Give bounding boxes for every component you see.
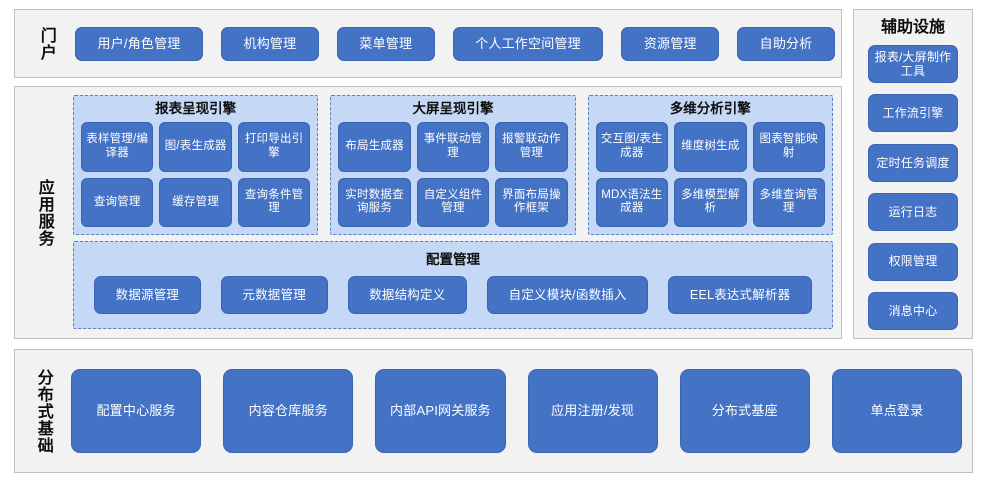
engine-item-mdx-syntax-generator[interactable]: MDX语法生成器 xyxy=(595,177,669,227)
portal-item-menu-management[interactable]: 菜单管理 xyxy=(336,26,435,61)
engine-item-multidimensional-model-parsing[interactable]: 多维模型解析 xyxy=(674,177,747,227)
engine-item-template-management-compiler[interactable]: 表样管理/编译器 xyxy=(81,122,154,172)
dist-item-application-registration-discovery[interactable]: 应用注册/发现 xyxy=(527,369,658,453)
config-item-custom-module-function-insertion[interactable]: 自定义模块/函数插入 xyxy=(487,276,649,314)
application-services-section: 应用服务 报表呈现引擎 表样管理/编译器 图/表生成器 打印导出引擎 查询管理 … xyxy=(14,86,842,339)
large-screen-rendering-engine-title: 大屏呈现引擎 xyxy=(412,101,494,116)
multidimensional-analysis-engine-title: 多维分析引擎 xyxy=(669,101,751,116)
engine-item-realtime-data-query-service[interactable]: 实时数据查询服务 xyxy=(338,177,411,227)
engine-item-query-management[interactable]: 查询管理 xyxy=(81,177,154,227)
engine-item-chart-smart-mapping[interactable]: 图表智能映射 xyxy=(752,122,825,172)
dist-item-content-repository-service[interactable]: 内容仓库服务 xyxy=(223,369,354,453)
aux-item-report-large-screen-authoring-tool[interactable]: 报表/大屏制作工具 xyxy=(868,45,958,83)
engine-item-dimension-tree-generation[interactable]: 维度树生成 xyxy=(674,122,747,172)
distributed-foundation-section: 分布式基础 配置中心服务 内容仓库服务 内部API网关服务 应用注册/发现 分布… xyxy=(14,349,973,473)
auxiliary-facilities-title: 辅助设施 xyxy=(880,19,945,36)
engine-panel-row: 报表呈现引擎 表样管理/编译器 图/表生成器 打印导出引擎 查询管理 缓存管理 … xyxy=(73,95,833,235)
aux-item-message-center[interactable]: 消息中心 xyxy=(868,291,958,330)
engine-item-multidimensional-query-management[interactable]: 多维查询管理 xyxy=(752,177,825,227)
engine-item-custom-component-management[interactable]: 自定义组件管理 xyxy=(416,177,490,227)
engine-item-chart-table-generator[interactable]: 图/表生成器 xyxy=(159,122,232,172)
distributed-foundation-item-list: 配置中心服务 内容仓库服务 内部API网关服务 应用注册/发现 分布式基座 单点… xyxy=(71,350,963,472)
config-item-datasource-management[interactable]: 数据源管理 xyxy=(94,276,201,314)
auxiliary-facilities-section: 辅助设施 报表/大屏制作工具 工作流引擎 定时任务调度 运行日志 权限管理 消息… xyxy=(853,9,973,339)
portal-item-org-management[interactable]: 机构管理 xyxy=(221,26,319,61)
report-rendering-engine-items: 表样管理/编译器 图/表生成器 打印导出引擎 查询管理 缓存管理 查询条件管理 xyxy=(81,122,311,227)
configuration-management-items: 数据源管理 元数据管理 数据结构定义 自定义模块/函数插入 EEL表达式解析器 xyxy=(84,272,822,320)
dist-item-config-center-service[interactable]: 配置中心服务 xyxy=(71,369,202,453)
portal-item-personal-workspace-management[interactable]: 个人工作空间管理 xyxy=(452,26,604,61)
dist-item-single-sign-on[interactable]: 单点登录 xyxy=(831,369,963,453)
multidimensional-analysis-engine-panel: 多维分析引擎 交互图/表生成器 维度树生成 图表智能映射 MDX语法生成器 多维… xyxy=(587,95,833,235)
configuration-management-title: 配置管理 xyxy=(426,252,480,267)
config-item-data-structure-definition[interactable]: 数据结构定义 xyxy=(347,276,468,314)
portal-section-label: 门户 xyxy=(37,26,55,61)
config-item-metadata-management[interactable]: 元数据管理 xyxy=(220,276,328,314)
portal-section: 门户 用户/角色管理 机构管理 菜单管理 个人工作空间管理 资源管理 自助分析 xyxy=(14,9,842,78)
engine-item-print-export-engine[interactable]: 打印导出引擎 xyxy=(237,122,311,172)
engine-item-query-condition-management[interactable]: 查询条件管理 xyxy=(237,177,311,227)
dist-item-distributed-base[interactable]: 分布式基座 xyxy=(679,369,810,453)
configuration-management-panel: 配置管理 数据源管理 元数据管理 数据结构定义 自定义模块/函数插入 EEL表达… xyxy=(73,241,833,329)
config-item-eel-expression-parser[interactable]: EEL表达式解析器 xyxy=(668,276,812,314)
engine-item-layout-generator[interactable]: 布局生成器 xyxy=(338,122,411,172)
distributed-foundation-section-label: 分布式基础 xyxy=(34,368,52,454)
large-screen-rendering-engine-panel: 大屏呈现引擎 布局生成器 事件联动管理 报警联动作管理 实时数据查询服务 自定义… xyxy=(330,95,576,235)
auxiliary-facilities-item-list: 报表/大屏制作工具 工作流引擎 定时任务调度 运行日志 权限管理 消息中心 xyxy=(854,45,972,332)
aux-item-workflow-engine[interactable]: 工作流引擎 xyxy=(868,94,958,133)
engine-item-ui-layout-operation-framework[interactable]: 界面布局操作框架 xyxy=(495,177,568,227)
aux-item-scheduled-task-scheduling[interactable]: 定时任务调度 xyxy=(868,143,958,182)
portal-item-resource-management[interactable]: 资源管理 xyxy=(621,26,720,61)
engine-item-interactive-chart-table-generator[interactable]: 交互图/表生成器 xyxy=(595,122,669,172)
report-rendering-engine-panel: 报表呈现引擎 表样管理/编译器 图/表生成器 打印导出引擎 查询管理 缓存管理 … xyxy=(73,95,319,235)
aux-item-permission-management[interactable]: 权限管理 xyxy=(868,242,958,281)
multidimensional-analysis-engine-items: 交互图/表生成器 维度树生成 图表智能映射 MDX语法生成器 多维模型解析 多维… xyxy=(595,122,825,227)
engine-item-cache-management[interactable]: 缓存管理 xyxy=(159,177,232,227)
aux-item-runtime-log[interactable]: 运行日志 xyxy=(868,193,958,232)
report-rendering-engine-title: 报表呈现引擎 xyxy=(155,101,237,116)
large-screen-rendering-engine-items: 布局生成器 事件联动管理 报警联动作管理 实时数据查询服务 自定义组件管理 界面… xyxy=(338,122,568,227)
engine-item-event-linkage-management[interactable]: 事件联动管理 xyxy=(416,122,490,172)
portal-item-user-role-management[interactable]: 用户/角色管理 xyxy=(75,26,204,61)
portal-item-list: 用户/角色管理 机构管理 菜单管理 个人工作空间管理 资源管理 自助分析 xyxy=(75,10,835,77)
dist-item-internal-api-gateway-service[interactable]: 内部API网关服务 xyxy=(375,369,506,453)
engine-item-alarm-linkage-action-management[interactable]: 报警联动作管理 xyxy=(495,122,568,172)
application-services-section-label: 应用服务 xyxy=(35,178,53,247)
portal-item-self-service-analysis[interactable]: 自助分析 xyxy=(737,26,835,61)
